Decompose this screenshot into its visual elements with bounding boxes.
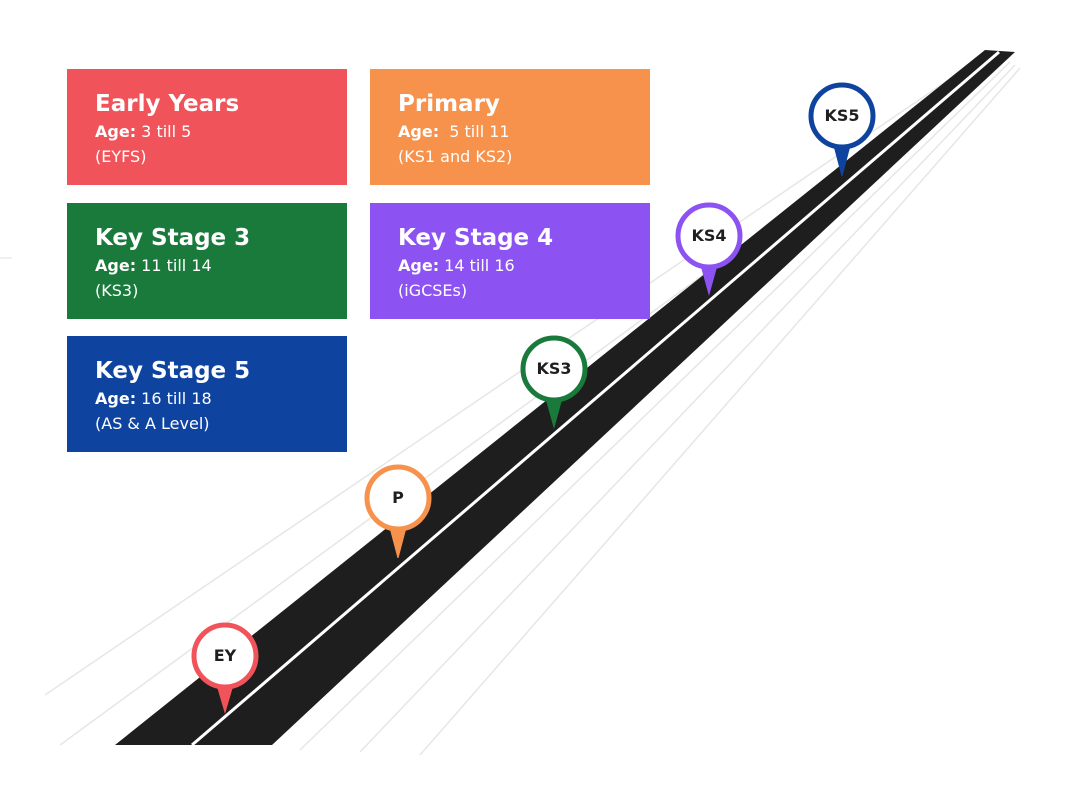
pin-label: P bbox=[392, 488, 404, 507]
age-label: Age: bbox=[398, 256, 440, 275]
card-note: (iGCSEs) bbox=[398, 281, 468, 300]
pin-ks5: KS5 bbox=[806, 80, 878, 176]
map-pin-icon bbox=[520, 335, 588, 429]
road-center-line bbox=[191, 50, 1000, 747]
age-label: Age: bbox=[95, 256, 137, 275]
card-title: Early Years bbox=[95, 91, 240, 117]
card-title: Key Stage 4 bbox=[398, 225, 554, 251]
guide-line bbox=[44, 54, 986, 696]
card-key-stage-4: Key Stage 4 Age: 14 till 16 (iGCSEs) bbox=[370, 203, 650, 319]
card-title: Key Stage 5 bbox=[95, 358, 251, 384]
card-note: (KS3) bbox=[95, 281, 139, 300]
pin-label: EY bbox=[213, 646, 237, 665]
map-pin-icon bbox=[675, 202, 743, 296]
card-note: (KS1 and KS2) bbox=[398, 147, 513, 166]
map-pin-icon bbox=[191, 622, 259, 714]
pin-ks3: KS3 bbox=[518, 333, 590, 429]
card-key-stage-5: Key Stage 5 Age: 16 till 18 (AS & A Leve… bbox=[67, 336, 347, 452]
age-label: Age: bbox=[95, 122, 137, 141]
age-label: Age: bbox=[95, 389, 137, 408]
card-age: Age: 3 till 5 bbox=[95, 119, 319, 144]
card-age: Age: 16 till 18 bbox=[95, 386, 319, 411]
card-title: Key Stage 3 bbox=[95, 225, 251, 251]
guide-line bbox=[299, 61, 1011, 751]
age-value: 3 till 5 bbox=[136, 122, 192, 141]
age-value: 14 till 16 bbox=[439, 256, 515, 275]
map-pin-icon bbox=[364, 464, 432, 558]
card-note: (EYFS) bbox=[95, 147, 147, 166]
pin-ks4: KS4 bbox=[673, 200, 745, 296]
age-value: 11 till 14 bbox=[136, 256, 212, 275]
map-pin-icon bbox=[808, 82, 876, 176]
card-note: (AS & A Level) bbox=[95, 414, 210, 433]
guide-line bbox=[359, 64, 1016, 753]
age-label: Age: bbox=[398, 122, 440, 141]
pin-ey: EY bbox=[189, 620, 261, 716]
age-value: 5 till 11 bbox=[439, 122, 510, 141]
card-early-years: Early Years Age: 3 till 5 (EYFS) bbox=[67, 69, 347, 185]
pin-label: KS3 bbox=[536, 359, 572, 378]
card-key-stage-3: Key Stage 3 Age: 11 till 14 (KS3) bbox=[67, 203, 347, 319]
card-age: Age: 11 till 14 bbox=[95, 253, 319, 278]
pin-label: KS5 bbox=[824, 106, 860, 125]
pin-label: KS4 bbox=[691, 226, 727, 245]
age-value: 16 till 18 bbox=[136, 389, 212, 408]
guide-line bbox=[419, 67, 1021, 756]
pin-p: P bbox=[362, 462, 434, 558]
card-primary: Primary Age: 5 till 11 (KS1 and KS2) bbox=[370, 69, 650, 185]
card-age: Age: 14 till 16 bbox=[398, 253, 622, 278]
card-age: Age: 5 till 11 bbox=[398, 119, 622, 144]
card-title: Primary bbox=[398, 91, 500, 117]
